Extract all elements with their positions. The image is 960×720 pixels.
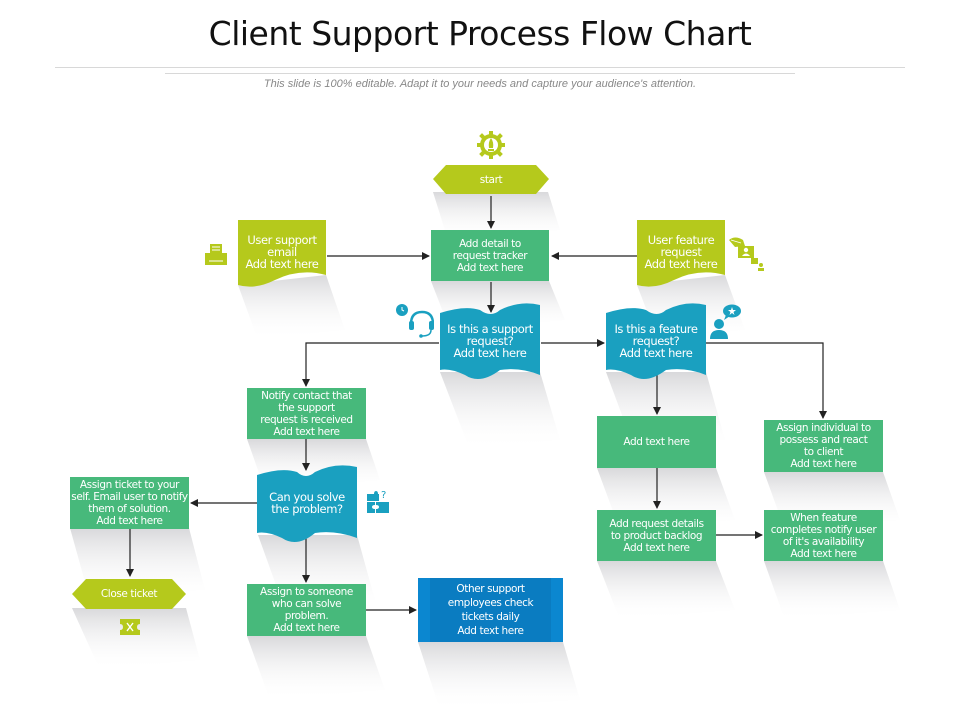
notify-contact-box[interactable] <box>247 388 366 439</box>
close-ticket-label: Close ticket <box>100 588 158 600</box>
user-feature-request-label: User feature request Add text here <box>644 233 718 271</box>
assign-individual-label: Assign individual to possess and react t… <box>776 422 871 470</box>
add-detail-label: Add detail to request tracker Add text h… <box>452 237 528 274</box>
page-title: Client Support Process Flow Chart <box>208 14 752 53</box>
divider-line <box>55 67 905 68</box>
svg-text:?: ? <box>381 490 386 501</box>
hand-presentation-icon <box>729 237 764 271</box>
ticket-close-icon <box>120 619 140 635</box>
page-subtitle: This slide is 100% editable. Adapt it to… <box>263 78 697 90</box>
close-ticket-hexagon[interactable] <box>72 579 186 609</box>
shadows <box>70 192 900 710</box>
solve-problem-label: Can you solve the problem? <box>269 490 345 516</box>
feature-completes-label: When feature completes notify user of it… <box>770 511 877 560</box>
assign-ticket-self-label: Assign ticket to your self. Email user t… <box>71 479 188 527</box>
assign-ticket-self-box[interactable] <box>70 477 189 529</box>
arrow-feature-q-to-assign-individual <box>706 342 827 419</box>
user-support-email-shape[interactable] <box>238 220 326 287</box>
user-support-email-label: User support email Add text here <box>245 233 319 271</box>
support-request-decision[interactable] <box>440 303 540 379</box>
feature-completes-box[interactable] <box>764 510 883 561</box>
assign-someone-label: Assign to someone who can solve problem.… <box>260 586 353 634</box>
feature-add-text-label: Add text here <box>623 436 690 448</box>
start-hexagon[interactable] <box>433 165 549 194</box>
other-support-inner <box>430 578 551 642</box>
gear-rocket-icon <box>477 131 505 159</box>
notify-contact-label: Notify contact that the support request … <box>260 389 353 438</box>
connectors <box>126 196 827 614</box>
add-request-backlog-box[interactable] <box>597 510 716 561</box>
feature-request-decision[interactable] <box>606 303 706 379</box>
feature-add-text-box[interactable] <box>597 416 716 468</box>
feature-request-label: Is this a feature request? Add text here <box>614 322 698 360</box>
divider-line <box>165 73 795 74</box>
other-support-label: Other support employees check tickets da… <box>447 583 534 637</box>
user-idea-icon <box>710 304 741 339</box>
support-request-label: Is this a support request? Add text here <box>447 322 533 360</box>
puzzle-question-icon: ? <box>367 490 389 513</box>
arrow-support-q-to-notify <box>302 342 439 387</box>
user-feature-request-shape[interactable] <box>637 220 725 287</box>
assign-individual-box[interactable] <box>764 420 883 472</box>
start-label: start <box>479 173 503 186</box>
add-detail-box[interactable] <box>431 230 549 281</box>
mail-inbox-icon <box>205 244 227 265</box>
add-request-backlog-label: Add request details to product backlog A… <box>609 517 704 554</box>
solve-problem-decision[interactable] <box>257 465 357 542</box>
headset-clock-icon <box>396 304 434 338</box>
assign-someone-box[interactable] <box>247 584 366 636</box>
